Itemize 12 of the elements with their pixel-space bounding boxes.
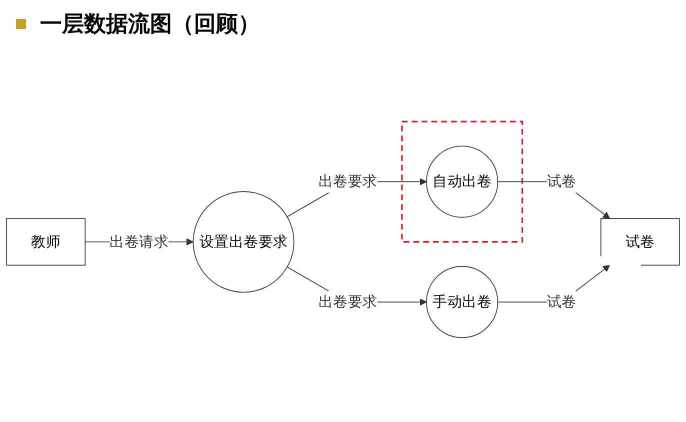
node-box: 试卷 [600, 218, 680, 266]
edge-label: 试卷 [546, 174, 576, 191]
node-circle: 手动出卷 [426, 266, 498, 338]
edge-label: 试卷 [546, 294, 576, 312]
title: 一层数据流图（回顾） [40, 10, 260, 39]
edge-label: 出卷要求 [318, 174, 378, 191]
node-circle: 设置出卷要求 [192, 192, 294, 294]
node-circle: 自动出卷 [426, 146, 498, 218]
edge-label: 出卷要求 [318, 294, 378, 312]
node-box: 教师 [6, 218, 86, 266]
edge-label: 出卷请求 [110, 234, 169, 251]
cluster [401, 121, 524, 244]
